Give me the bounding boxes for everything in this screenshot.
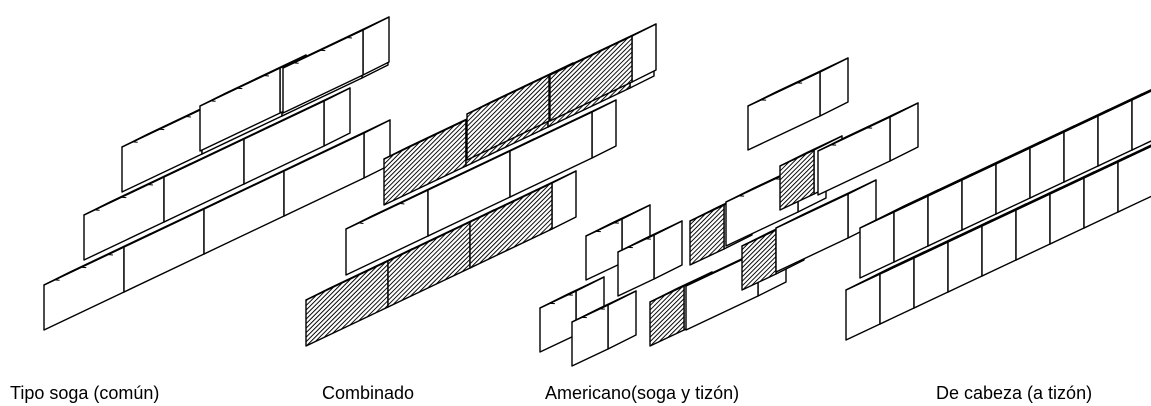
caption-combinado: Combinado xyxy=(322,383,415,403)
am-m-1 xyxy=(617,220,683,297)
cab-b-8 xyxy=(1117,144,1151,213)
combo-bottom-2 xyxy=(469,170,577,269)
wall-americano xyxy=(539,57,919,367)
wall-combinado xyxy=(305,23,657,347)
wall-cabeza xyxy=(845,88,1151,341)
combo-top-1 xyxy=(549,23,657,122)
am-m-6 xyxy=(747,57,849,151)
caption-de-cabeza: De cabeza (a tizón) xyxy=(936,383,1093,403)
am-b-5 xyxy=(775,179,877,273)
am-m-5 xyxy=(817,102,919,196)
am-b-1 xyxy=(571,290,637,367)
combo-mid-2 xyxy=(509,99,617,198)
block-r1-2 xyxy=(243,87,351,185)
caption-americano: Americano(soga y tizón) xyxy=(545,383,740,403)
wall-soga xyxy=(43,16,391,331)
cab-t-8 xyxy=(1131,89,1151,151)
caption-tipo-soga: Tipo soga (común) xyxy=(10,383,160,403)
block-top-b xyxy=(282,16,390,114)
